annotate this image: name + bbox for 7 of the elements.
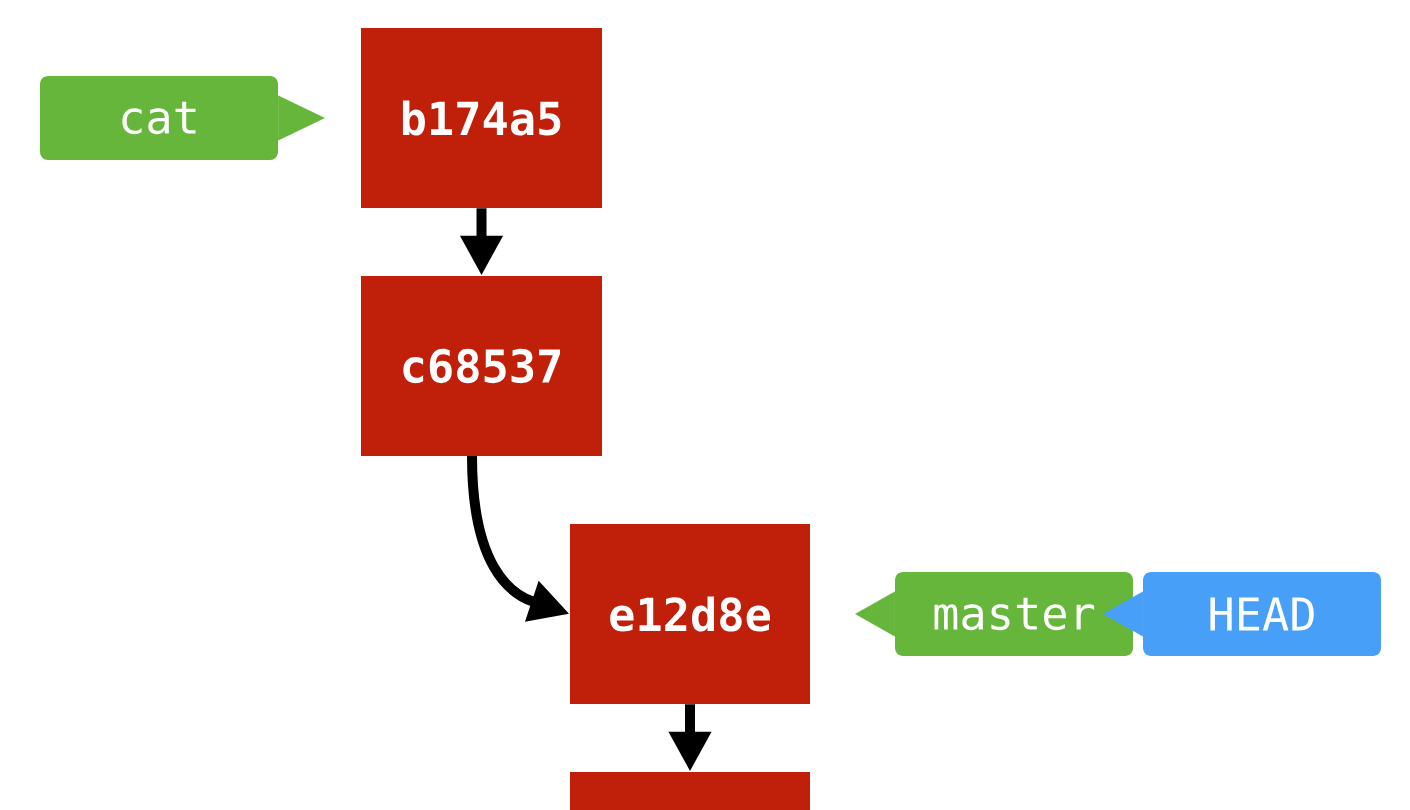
pointer-arrow	[855, 591, 896, 637]
commit-box: b174a5	[361, 28, 602, 208]
commit-box	[570, 772, 810, 810]
pointer-arrow	[278, 95, 325, 141]
commit-box: e12d8e	[570, 524, 810, 704]
commit-box: c68537	[361, 276, 602, 456]
pointer-arrow	[1103, 591, 1144, 637]
